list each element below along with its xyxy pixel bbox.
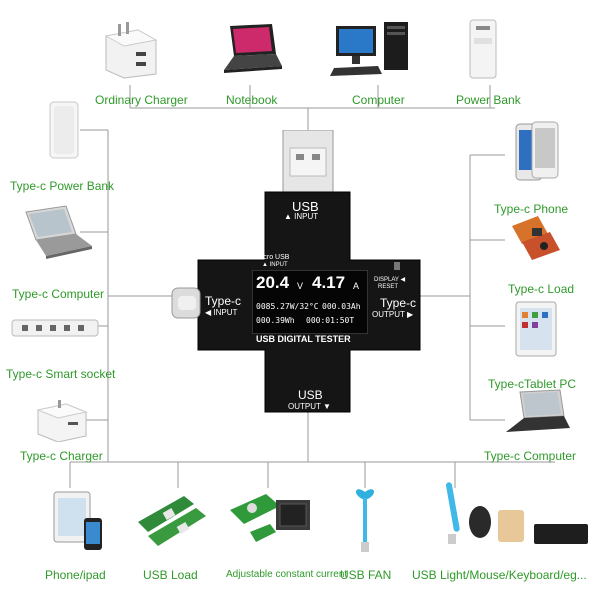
adjustable-load-icon (230, 494, 310, 542)
usb-load-icon (138, 496, 206, 546)
tester-title: USB DIGITAL TESTER (256, 334, 351, 344)
label-typec-charger: Type-c Charger (20, 449, 103, 463)
time-readout: 000:01:50T (306, 316, 355, 325)
typec-tablet-icon (515, 301, 557, 357)
phone-ipad-icon (53, 491, 102, 550)
usb-output-sub: OUTPUT ▼ (288, 402, 331, 411)
label-usb-load: USB Load (143, 568, 198, 582)
label-usb-fan: USB FAN (340, 568, 392, 582)
label-usb-light: USB Light/Mouse/Keyboard/eg... (412, 568, 587, 582)
label-typec-computer-left: Type-c Computer (12, 287, 105, 301)
tester-lcd-screen (252, 270, 368, 334)
reset-label: RESET (378, 284, 399, 290)
micro-usb-label: Micro USB (256, 254, 290, 261)
power-temp-readout: 0085.27W/32°C (256, 302, 319, 311)
label-ordinary-charger: Ordinary Charger (95, 93, 188, 107)
label-typec-computer-right: Type-c Computer (484, 449, 577, 463)
wall-charger-icon (104, 22, 158, 79)
label-phone-ipad: Phone/ipad (45, 568, 106, 582)
micro-usb-sub: ▲ INPUT (262, 262, 288, 268)
usb-output-label: USB (298, 388, 323, 402)
typec-output-sub: OUTPUT ▶ (372, 310, 414, 319)
typec-phone-icon (515, 121, 559, 181)
label-typec-power-bank: Type-c Power Bank (10, 179, 115, 193)
label-typec-load: Type-c Load (508, 282, 575, 296)
desktop-computer-icon (330, 22, 408, 76)
label-computer: Computer (352, 93, 405, 107)
typec-output-label: Type-c (380, 296, 417, 310)
typec-charger-icon (36, 400, 88, 442)
power-bank-icon (469, 19, 497, 79)
label-notebook: Notebook (226, 93, 278, 107)
typec-load-icon (512, 216, 560, 260)
energy-readout: 000.39Wh (256, 316, 295, 325)
typec-computer-right-icon (506, 389, 570, 432)
current-unit: A (353, 281, 360, 291)
current-readout: 4.17 (312, 273, 346, 292)
notebook-icon (224, 24, 282, 73)
voltage-unit: V (297, 281, 304, 291)
typec-laptop-icon (25, 205, 92, 259)
voltage-readout: 20.4 (256, 273, 290, 292)
label-typec-phone: Type-c Phone (494, 202, 569, 216)
usb-input-label: USB (292, 199, 319, 214)
label-adjustable-current: Adjustable constant current (226, 569, 348, 580)
display-reset-label: DISPLAY ◀ (374, 277, 406, 283)
typec-input-sub: ◀ INPUT (205, 308, 238, 317)
typec-power-bank-icon (49, 101, 79, 159)
label-power-bank: Power Bank (456, 93, 521, 107)
usb-fan-icon (355, 489, 375, 552)
capacity-readout: 000.03Ah (322, 302, 361, 311)
smart-socket-icon (11, 319, 99, 337)
typec-input-label: Type-c (205, 294, 242, 308)
label-typec-smart-socket: Type-c Smart socket (6, 367, 116, 381)
usb-input-sub: ▲ INPUT (284, 212, 319, 221)
usb-accessories-icon (446, 482, 588, 544)
label-typec-tablet-pc: Type-cTablet PC (488, 377, 577, 391)
